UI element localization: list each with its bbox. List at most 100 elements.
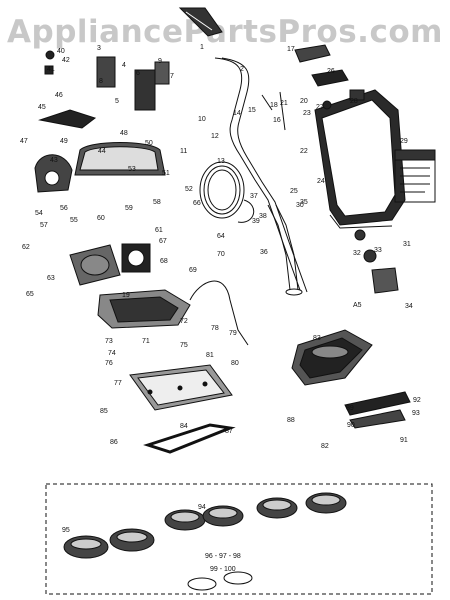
part-number-6: 6 — [136, 70, 140, 77]
part-number-19: 19 — [122, 292, 130, 299]
part-number-70: 70 — [217, 251, 225, 258]
part-number-59: 59 — [125, 205, 133, 212]
motor-hood — [74, 142, 166, 176]
part-number-81: 81 — [206, 352, 214, 359]
part-number-36: 36 — [260, 249, 268, 256]
part-number-57: 57 — [40, 222, 48, 229]
part-number-18: 18 — [270, 102, 278, 109]
lower-tube — [267, 204, 303, 296]
part-number-13: 13 — [217, 158, 225, 165]
part-number-53: 53 — [128, 166, 136, 173]
part-number-22: 22 — [300, 148, 308, 155]
accessory-callout: 96 - 97 - 98 — [205, 553, 241, 560]
part-number-48: 48 — [120, 130, 128, 137]
part-number-37: 37 — [250, 193, 258, 200]
part-number-88: 88 — [287, 417, 295, 424]
part-number-40: 40 — [57, 48, 65, 55]
part-number-43: 43 — [50, 157, 58, 164]
upper-left-parts — [38, 50, 170, 129]
part-number-20: 20 — [300, 98, 308, 105]
accessory-box — [45, 483, 433, 595]
part-number-41: 41 — [47, 66, 55, 73]
part-number-5: 5 — [115, 98, 119, 105]
part-number-44: 44 — [98, 148, 106, 155]
part-number-75: 75 — [180, 342, 188, 349]
part-number-85: 85 — [100, 408, 108, 415]
accessory-callout-2: 99 - 100 — [210, 566, 236, 573]
part-number-52: 52 — [185, 186, 193, 193]
part-number-54: 54 — [35, 210, 43, 217]
part-number-28: 28 — [350, 98, 358, 105]
part-number-83: 83 — [313, 335, 321, 342]
part-number-67: 67 — [159, 238, 167, 245]
watermark: AppliancePartsPros.com — [7, 14, 443, 50]
part-number-32: 32 — [353, 250, 361, 257]
part-number-95: 95 — [62, 527, 70, 534]
motor-assembly — [69, 243, 151, 286]
part-number-69: 69 — [189, 267, 197, 274]
part-number-12: 12 — [211, 133, 219, 140]
part-number-92: 92 — [413, 397, 421, 404]
bumper-strips — [344, 391, 411, 429]
part-number-29: 29 — [400, 138, 408, 145]
part-number-77: 77 — [114, 380, 122, 387]
cord-lead — [189, 280, 249, 346]
power-cord-coil — [199, 161, 255, 223]
part-number-55: 55 — [70, 217, 78, 224]
part-number-65: 65 — [26, 291, 34, 298]
part-number-31: 31 — [403, 241, 411, 248]
part-number-72: 72 — [180, 318, 188, 325]
part-number-4: 4 — [122, 62, 126, 69]
bag-top-cap — [294, 44, 365, 101]
part-number-63: 63 — [47, 275, 55, 282]
handle-grip — [178, 7, 223, 37]
side-cover — [34, 154, 73, 193]
part-number-15: 15 — [248, 107, 256, 114]
motor-base-plate — [97, 289, 191, 329]
figure-code: A5 — [353, 302, 362, 309]
part-number-34: 34 — [405, 303, 413, 310]
part-number-66: 66 — [193, 200, 201, 207]
part-number-38: 38 — [259, 213, 267, 220]
part-number-90: 90 — [347, 422, 355, 429]
part-number-8: 8 — [99, 78, 103, 85]
part-number-27: 27 — [316, 104, 324, 111]
part-number-33: 33 — [374, 247, 382, 254]
part-number-91: 91 — [400, 437, 408, 444]
part-number-47: 47 — [20, 138, 28, 145]
part-number-21: 21 — [280, 100, 288, 107]
part-number-24: 24 — [317, 178, 325, 185]
part-number-74: 74 — [108, 350, 116, 357]
part-number-79: 79 — [229, 330, 237, 337]
handle-tube — [214, 57, 308, 293]
part-number-60: 60 — [97, 215, 105, 222]
part-number-14: 14 — [233, 110, 241, 117]
part-number-80: 80 — [231, 360, 239, 367]
part-number-58: 58 — [153, 199, 161, 206]
part-number-82: 82 — [321, 443, 329, 450]
part-number-50: 50 — [145, 140, 153, 147]
part-number-68: 68 — [160, 258, 168, 265]
part-number-16: 16 — [273, 117, 281, 124]
part-number-51: 51 — [162, 170, 170, 177]
power-nozzle — [291, 329, 373, 386]
part-number-3: 3 — [97, 45, 101, 52]
part-number-2: 2 — [240, 66, 244, 73]
part-number-94: 94 — [198, 504, 206, 511]
part-number-25: 25 — [290, 188, 298, 195]
brush-row-back — [164, 492, 347, 531]
part-number-26: 26 — [327, 68, 335, 75]
part-number-39: 39 — [252, 218, 260, 225]
part-number-35: 35 — [300, 199, 308, 206]
part-number-30: 30 — [296, 202, 304, 209]
part-number-10: 10 — [198, 116, 206, 123]
part-number-78: 78 — [211, 325, 219, 332]
part-number-71: 71 — [142, 338, 150, 345]
bottom-plate — [129, 364, 233, 411]
part-number-62: 62 — [22, 244, 30, 251]
brush-row-front — [63, 528, 155, 559]
part-number-17: 17 — [287, 46, 295, 53]
part-number-84: 84 — [180, 423, 188, 430]
part-number-49: 49 — [60, 138, 68, 145]
